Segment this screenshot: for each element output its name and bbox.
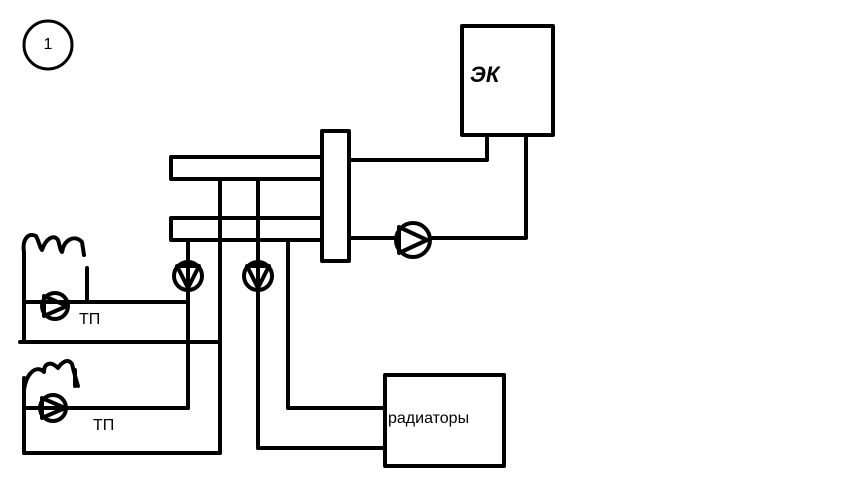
floor-pump-arrow	[175, 264, 201, 290]
boiler-supply-pipe	[347, 133, 489, 162]
floor-loop-1-label: ТП	[79, 311, 101, 328]
radiators-label: радиаторы	[388, 410, 470, 427]
hydraulic-separator	[320, 129, 351, 263]
number-badge-circle	[22, 19, 74, 71]
loop2-pump-arrow	[40, 396, 67, 420]
loop2-heating-coil	[22, 359, 80, 392]
radiator-pump-arrow	[245, 264, 271, 290]
floor-loop-2-label: ТП	[93, 417, 115, 434]
boiler-return-pipe	[430, 133, 528, 240]
boiler-box	[460, 24, 555, 137]
return-manifold	[169, 216, 324, 242]
boiler-pump-circle	[394, 221, 432, 259]
loop1-heating-coil	[21, 233, 86, 257]
loop1-pump-arrow	[42, 294, 69, 318]
boiler-pump-arrow	[397, 225, 429, 255]
supply-manifold	[169, 155, 324, 181]
boiler-label: ЭК	[470, 62, 500, 87]
radiators-box	[383, 373, 506, 468]
radiator-pump-circle	[242, 260, 274, 292]
floor-pump-circle	[172, 260, 204, 292]
diagram-number: 1	[43, 36, 53, 53]
